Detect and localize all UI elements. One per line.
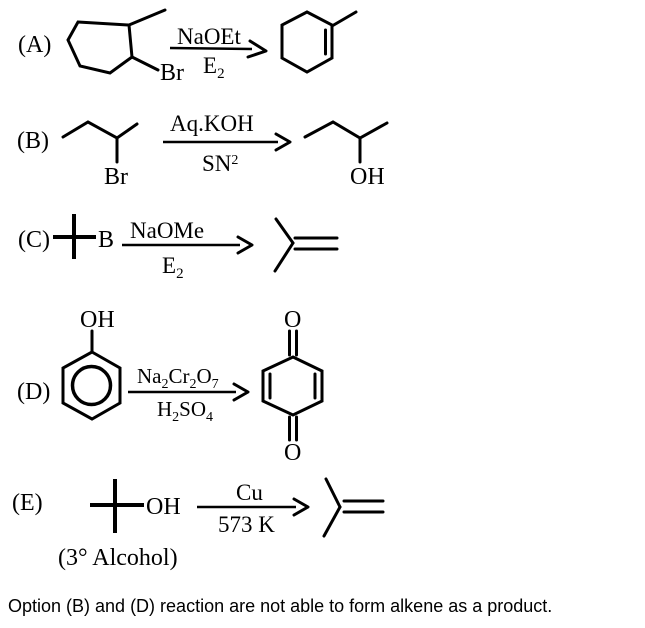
reaction-c-label: (C) bbox=[18, 227, 50, 253]
reaction-b: (B) Br Aq.KOH SN2 OH bbox=[17, 111, 389, 190]
butane-chain-bond bbox=[61, 120, 139, 140]
arrow-b: Aq.KOH SN2 bbox=[163, 111, 292, 176]
methyl-bond-lower bbox=[322, 505, 342, 538]
methyl-bond-upper bbox=[324, 477, 342, 509]
oxygen-top-label: O bbox=[284, 307, 301, 333]
reaction-b-label: (B) bbox=[17, 128, 49, 154]
reaction-c: (C) B NaOMe E2 bbox=[18, 214, 339, 282]
oh-group-label: OH bbox=[146, 494, 181, 520]
product-e-isobutylene bbox=[322, 477, 385, 538]
reagent-below-a: E2 bbox=[203, 53, 225, 82]
reagent-above-a: NaOEt bbox=[177, 24, 241, 49]
methyl-bond-upper bbox=[274, 217, 295, 245]
methyl-bond-lower bbox=[273, 241, 295, 273]
br-bond bbox=[130, 55, 160, 72]
br-atom-label: Br bbox=[104, 164, 128, 190]
oxygen-bottom-label: O bbox=[284, 440, 301, 466]
aromatic-circle bbox=[70, 364, 113, 407]
arrow-head-icon bbox=[292, 497, 310, 517]
reaction-scheme-svg: (A) Br NaOEt E2 (B) Br Aq.K bbox=[12, 8, 389, 571]
reaction-d: (D) OH Na2Cr2O7 H2SO4 O O bbox=[17, 307, 324, 466]
reagent-above-e: Cu bbox=[236, 480, 263, 505]
reagent-below-b: SN2 bbox=[202, 151, 238, 176]
reactant-a-bromomethylcyclohexane: Br bbox=[66, 8, 184, 86]
arrow-head-icon bbox=[236, 235, 254, 255]
arrow-head-icon bbox=[274, 132, 292, 152]
reagent-above-d: Na2Cr2O7 bbox=[137, 364, 219, 392]
oh-group-label: OH bbox=[80, 307, 115, 333]
reaction-e: (E) OH (3° Alcohol) Cu 573 K bbox=[12, 477, 385, 571]
halide-atom-label: B bbox=[98, 227, 114, 253]
reagent-below-c: E2 bbox=[162, 253, 184, 282]
quinone-ring-bond bbox=[261, 355, 324, 417]
reaction-a-label: (A) bbox=[18, 32, 51, 58]
product-b-butanol: OH bbox=[303, 120, 389, 190]
arrow-c: NaOMe E2 bbox=[122, 218, 254, 282]
reagent-below-d: H2SO4 bbox=[157, 397, 213, 425]
arrow-a: NaOEt E2 bbox=[169, 24, 268, 82]
reaction-e-label: (E) bbox=[12, 490, 43, 516]
reagent-below-e: 573 K bbox=[218, 512, 275, 537]
reaction-d-label: (D) bbox=[17, 379, 50, 405]
arrow-d: Na2Cr2O7 H2SO4 bbox=[128, 364, 250, 425]
arrow-head-icon bbox=[246, 39, 268, 59]
reactant-e-tert-butanol: OH (3° Alcohol) bbox=[58, 479, 181, 571]
br-atom-label: Br bbox=[160, 60, 184, 86]
methyl-bond bbox=[330, 10, 358, 28]
methyl-bond bbox=[127, 8, 167, 27]
reagent-above-b: Aq.KOH bbox=[170, 111, 254, 136]
tertiary-alcohol-note: (3° Alcohol) bbox=[58, 545, 178, 571]
reagent-above-c: NaOMe bbox=[130, 218, 204, 243]
oh-group-label: OH bbox=[350, 164, 385, 190]
arrow-line bbox=[169, 46, 253, 51]
product-a-methylcyclohexene bbox=[280, 10, 358, 74]
product-c-isobutylene bbox=[273, 217, 339, 273]
benzene-ring-bond bbox=[61, 350, 122, 421]
answer-caption: Option (B) and (D) reaction are not able… bbox=[8, 596, 553, 616]
arrow-e: Cu 573 K bbox=[197, 480, 310, 537]
arrow-head-icon bbox=[232, 382, 250, 402]
cyclohexane-ring-bond bbox=[66, 20, 134, 75]
butane-chain-bond bbox=[303, 120, 389, 140]
reactant-d-phenol: OH bbox=[61, 307, 122, 421]
product-d-benzoquinone: O O bbox=[261, 307, 324, 466]
reactant-b-2-bromobutane: Br bbox=[61, 120, 139, 190]
reaction-a: (A) Br NaOEt E2 bbox=[18, 8, 358, 86]
reactant-c-tert-butyl-halide: B bbox=[53, 214, 114, 259]
